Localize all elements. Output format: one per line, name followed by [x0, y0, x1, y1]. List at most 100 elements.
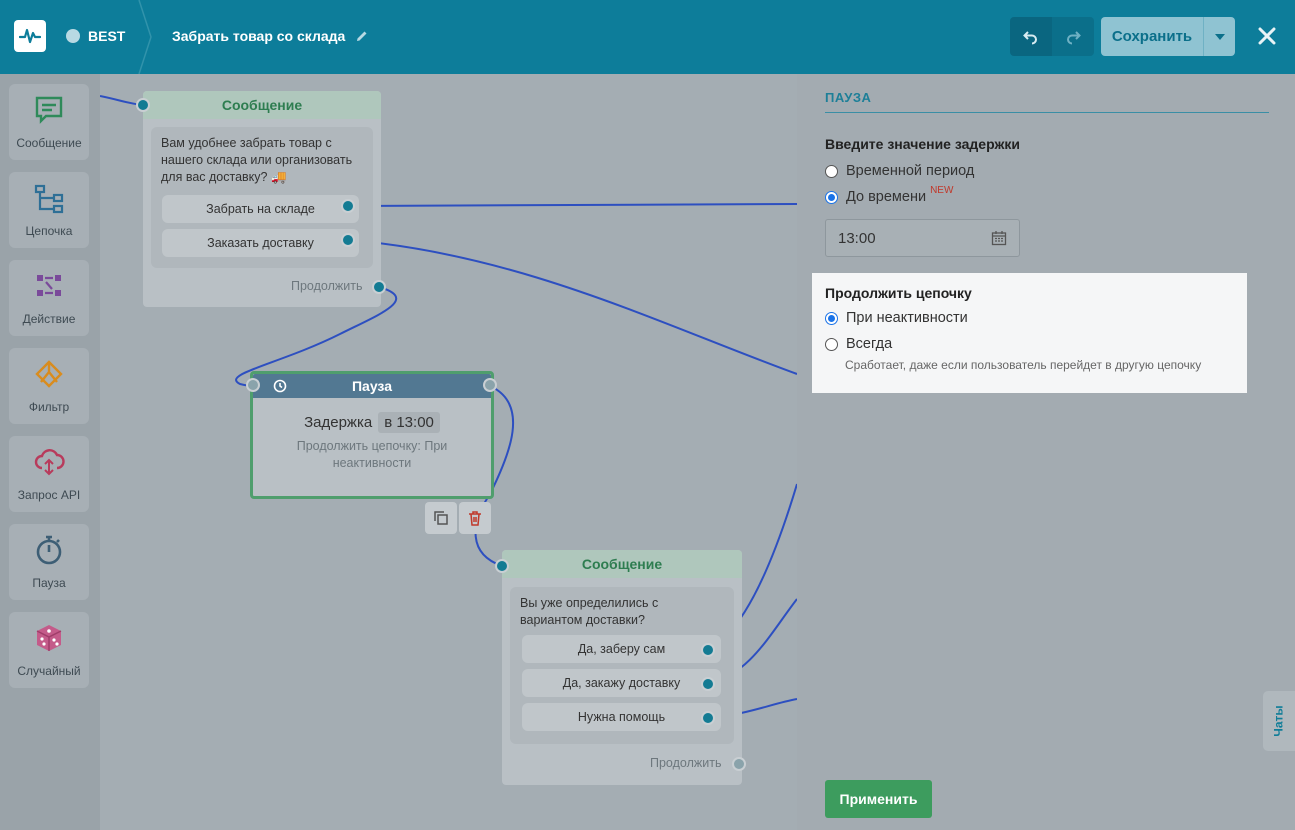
delay-label: Задержка [304, 414, 373, 431]
close-button[interactable] [1252, 21, 1282, 51]
wire-delivery [347, 239, 797, 375]
new-badge: NEW [930, 184, 954, 196]
undo-button[interactable] [1010, 17, 1052, 56]
calendar-icon[interactable] [991, 230, 1007, 246]
flow-title-text: Забрать товар со склада [172, 28, 346, 44]
node-input-port[interactable] [246, 378, 260, 392]
tool-pause[interactable]: Пауза [9, 524, 89, 600]
app-logo[interactable] [14, 20, 46, 52]
pencil-icon[interactable] [355, 29, 369, 43]
button-output-port[interactable] [701, 643, 715, 657]
delay-value: в 13:00 [378, 412, 440, 433]
pause-settings-panel: ПАУЗА Введите значение задержки Временно… [797, 74, 1295, 830]
node-input-port[interactable] [136, 98, 150, 112]
message-bubble: Вы уже определились с вариантом доставки… [510, 587, 734, 744]
radio-label: Всегда [846, 336, 893, 352]
delay-summary: Задержка в 13:00 [253, 412, 491, 433]
radio-until-time[interactable]: До времени NEW [825, 185, 953, 205]
quick-reply-button[interactable]: Да, закажу доставку [522, 669, 721, 697]
flow-canvas[interactable]: Сообщение Вам удобнее забрать товар с на… [100, 74, 797, 830]
continue-output-port[interactable] [372, 280, 386, 294]
save-button[interactable]: Сохранить [1101, 17, 1203, 56]
pause-node-header: Пауза [253, 374, 491, 398]
bot-name: BEST [88, 28, 126, 44]
button-output-port[interactable] [701, 677, 715, 691]
breadcrumb-separator [138, 0, 152, 74]
always-hint: Сработает, даже если пользователь перейд… [845, 358, 1202, 372]
quick-reply-button[interactable]: Да, заберу сам [522, 635, 721, 663]
node-title: Сообщение [502, 550, 742, 578]
panel-divider [825, 112, 1269, 113]
wire-continue-pause [235, 286, 397, 387]
continue-output-port[interactable] [732, 757, 746, 771]
node-input-port[interactable] [495, 559, 509, 573]
tool-api-request[interactable]: Запрос API [9, 436, 89, 512]
node-output-port[interactable] [483, 378, 497, 392]
save-controls: Сохранить [1101, 17, 1235, 56]
continue-heading: Продолжить цепочку [825, 285, 972, 301]
message-bubble: Вам удобнее забрать товар с нашего склад… [151, 127, 373, 268]
time-input[interactable]: 13:00 [825, 219, 1020, 257]
radio-circle[interactable] [825, 164, 838, 178]
node-title: Пауза [351, 378, 392, 394]
flow-title[interactable]: Забрать товар со склада [172, 28, 369, 44]
bot-selector[interactable]: BEST [66, 27, 125, 45]
apply-button[interactable]: Применить [825, 780, 932, 818]
continue-chain-section [812, 273, 1247, 393]
top-bar: BEST Забрать товар со склада Сохранить [0, 0, 1295, 74]
duplicate-node-button[interactable] [425, 502, 457, 534]
message-node[interactable]: Сообщение Вы уже определились с варианто… [502, 550, 742, 785]
tool-label: Цепочка [25, 224, 73, 238]
pause-continue-summary: Продолжить цепочку: При неактивности [296, 439, 448, 470]
message-node[interactable]: Сообщение Вам удобнее забрать товар с на… [143, 91, 381, 307]
time-value: 13:00 [838, 229, 876, 247]
chain-icon [34, 184, 64, 214]
radio-label: При неактивности [846, 310, 968, 326]
node-title: Сообщение [143, 91, 381, 119]
redo-button[interactable] [1052, 17, 1094, 56]
radio-on-inactive[interactable]: При неактивности [825, 310, 968, 326]
quick-reply-button[interactable]: Нужна помощь [522, 703, 721, 731]
tool-label: Запрос API [17, 488, 81, 502]
tool-label: Случайный [17, 664, 81, 678]
tool-label: Фильтр [28, 400, 70, 414]
save-dropdown-button[interactable] [1203, 17, 1235, 56]
radio-circle[interactable] [825, 337, 838, 351]
messenger-icon [66, 29, 80, 43]
quick-reply-button[interactable]: Заказать доставку [162, 229, 359, 257]
connection-wires [100, 95, 797, 719]
tool-filter[interactable]: Фильтр [9, 348, 89, 424]
button-output-port[interactable] [341, 233, 355, 247]
pulse-icon [19, 28, 41, 44]
radio-always[interactable]: Всегда [825, 336, 892, 352]
radio-label: Временной период [846, 163, 975, 179]
tool-chain[interactable]: Цепочка [9, 172, 89, 248]
copy-icon [434, 511, 448, 525]
tool-label: Пауза [32, 576, 66, 590]
radio-time-period[interactable]: Временной период [825, 163, 974, 179]
pause-node[interactable]: Пауза Задержка в 13:00 Продолжить цепочк… [250, 371, 494, 499]
radio-circle[interactable] [825, 311, 838, 325]
filter-icon [35, 360, 63, 388]
tool-random[interactable]: Случайный [9, 612, 89, 688]
chats-tab[interactable]: Чаты [1263, 691, 1295, 751]
redo-icon [1067, 30, 1081, 44]
quick-reply-button[interactable]: Забрать на складе [162, 195, 359, 223]
caret-down-icon [1214, 33, 1225, 40]
message-icon [35, 96, 63, 124]
message-text: Вы уже определились с вариантом доставки… [520, 596, 659, 627]
tool-label: Сообщение [16, 136, 82, 150]
action-icon [37, 275, 61, 296]
tool-action[interactable]: Действие [9, 260, 89, 336]
radio-circle[interactable] [825, 190, 838, 204]
undo-icon [1023, 30, 1037, 44]
stopwatch-icon [36, 535, 62, 565]
delete-node-button[interactable] [459, 502, 491, 534]
button-output-port[interactable] [341, 199, 355, 213]
button-output-port[interactable] [701, 711, 715, 725]
message-text: Вам удобнее забрать товар с нашего склад… [161, 136, 353, 184]
radio-label: До времени [846, 189, 927, 205]
continue-label: Продолжить [650, 756, 722, 770]
tool-message[interactable]: Сообщение [9, 84, 89, 160]
tool-label: Действие [22, 312, 76, 326]
